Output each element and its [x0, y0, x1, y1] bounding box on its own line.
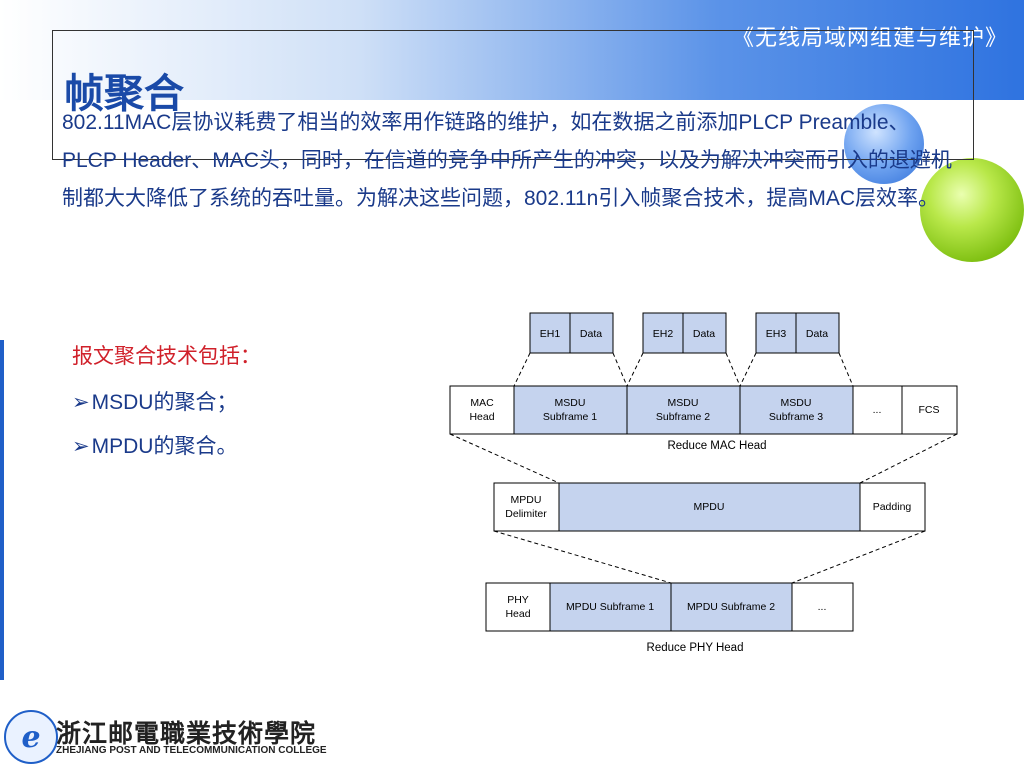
- data-label: Data: [806, 328, 828, 340]
- decorative-green-sphere: [920, 158, 1024, 262]
- mpdu-row: MPDU Delimiter MPDU Padding: [493, 482, 926, 532]
- reduce-mac-head-caption: Reduce MAC Head: [667, 440, 766, 452]
- phy-head-line1: PHY: [507, 594, 529, 606]
- left-margin-band: [0, 100, 56, 340]
- college-name-chinese: 浙江邮電職業技術學院: [56, 719, 317, 748]
- left-accent-stripe: [0, 340, 4, 680]
- bullet-arrow-icon: ➢: [72, 391, 90, 414]
- mpdu-subframe-label: MPDU Subframe 2: [687, 601, 775, 613]
- msdu-subframe-line2: Subframe 3: [769, 411, 823, 423]
- data-label: Data: [693, 328, 715, 340]
- mac-row: MAC Head MSDU Subframe 1 MSDU Subframe 2…: [449, 385, 958, 452]
- msdu-subframe-line2: Subframe 1: [543, 411, 597, 423]
- reduce-phy-head-caption: Reduce PHY Head: [647, 642, 744, 654]
- data-label: Data: [580, 328, 602, 340]
- mpdu-delimiter-line1: MPDU: [511, 494, 542, 506]
- logo-letter: e: [21, 719, 41, 755]
- page-title: 帧聚合: [64, 70, 184, 117]
- phy-ellipsis: ...: [818, 601, 827, 613]
- msdu-subframe-line1: MSDU: [555, 397, 586, 409]
- mac-mpdu-connectors: [449, 433, 958, 484]
- bullet-text: MSDU的聚合；: [91, 391, 238, 414]
- title-frame: [52, 30, 974, 160]
- eh-label: EH1: [540, 328, 561, 340]
- top-connectors: [513, 352, 854, 387]
- mac-head-line1: MAC: [470, 397, 494, 409]
- intro-paragraph: 802.11MAC层协议耗费了相当的效率用作链路的维护，如在数据之前添加PLCP…: [62, 111, 952, 210]
- msdu-subframe-line1: MSDU: [668, 397, 699, 409]
- phy-head-line2: Head: [505, 608, 530, 620]
- bullet-arrow-icon: ➢: [72, 435, 90, 458]
- mpdu-label: MPDU: [694, 501, 725, 513]
- mpdu-phy-connectors: [493, 530, 926, 584]
- college-name-english: ZHEJIANG POST AND TELECOMMUNICATION COLL…: [56, 745, 327, 756]
- msdu-subframe-line1: MSDU: [781, 397, 812, 409]
- bullet-item-mpdu: ➢MPDU的聚合。: [72, 430, 237, 460]
- fcs-label: FCS: [919, 404, 940, 416]
- padding-label: Padding: [873, 501, 912, 513]
- bullet-item-msdu: ➢MSDU的聚合；: [72, 386, 237, 416]
- eh-label: EH2: [653, 328, 674, 340]
- eh-label: EH3: [766, 328, 787, 340]
- mac-ellipsis: ...: [873, 404, 882, 416]
- top-frames-row: EH1 Data EH2 Data EH3 Data: [529, 312, 840, 354]
- techniques-heading: 报文聚合技术包括：: [72, 344, 261, 368]
- mpdu-delimiter-line2: Delimiter: [505, 508, 547, 520]
- college-logo-icon: e: [4, 710, 58, 764]
- bullet-text: MPDU的聚合。: [91, 435, 238, 458]
- decorative-blue-sphere: [844, 104, 924, 184]
- phy-row: PHY Head MPDU Subframe 1 MPDU Subframe 2…: [485, 582, 854, 654]
- mpdu-subframe-label: MPDU Subframe 1: [566, 601, 654, 613]
- msdu-subframe-line2: Subframe 2: [656, 411, 710, 423]
- header-gradient-band: [0, 0, 1024, 100]
- mac-head-line2: Head: [469, 411, 494, 423]
